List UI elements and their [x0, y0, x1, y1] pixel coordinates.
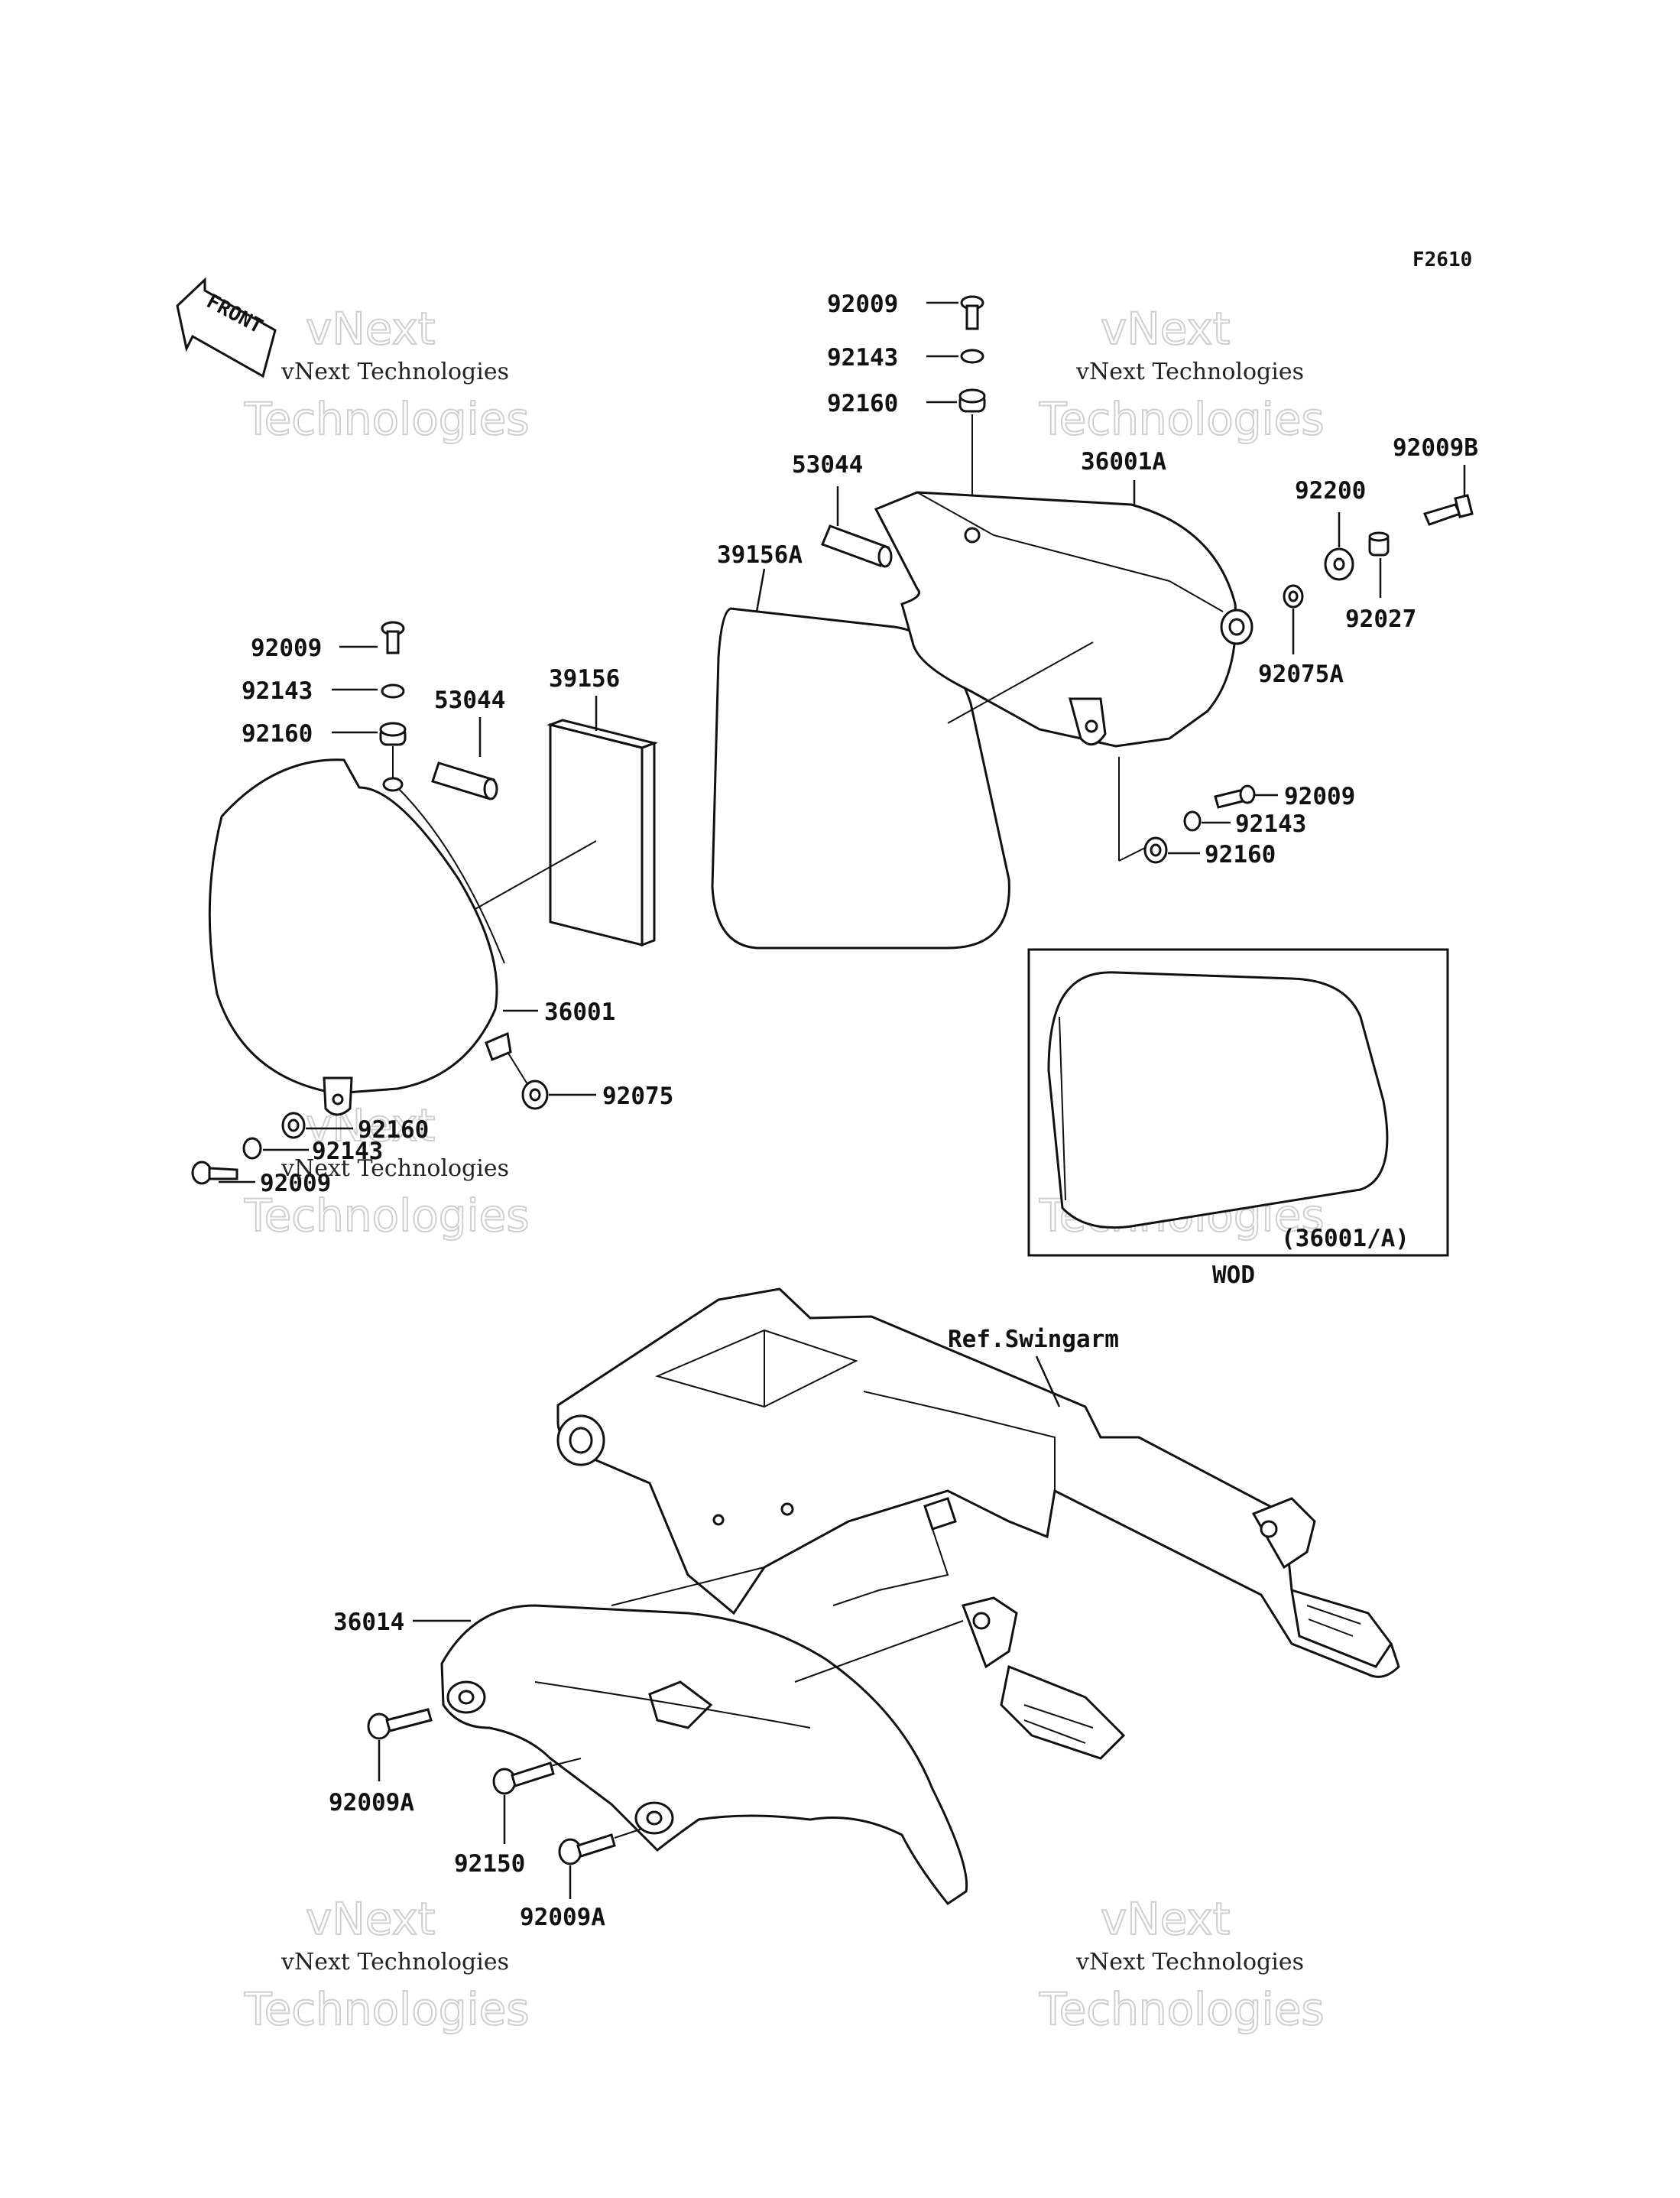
- grommet-92160-lower-left-icon: [281, 1112, 306, 1139]
- chain-guard-36014-icon: [440, 1604, 968, 1906]
- callout-92160-r: 92160: [827, 390, 898, 417]
- watermark-mid-left: vNext vNext Technologies Technologies: [243, 1099, 530, 1242]
- sleeve-53044-right-icon: [821, 524, 893, 568]
- figure-code: F2610: [1412, 248, 1472, 271]
- callout-92160-r-low: 92160: [1205, 841, 1276, 868]
- svg-text:vNext Technologies: vNext Technologies: [281, 359, 509, 385]
- callout-92027: 92027: [1345, 606, 1416, 633]
- svg-text:vNext Technologies: vNext Technologies: [1075, 1949, 1304, 1976]
- svg-text:Technologies: Technologies: [1039, 1983, 1325, 2035]
- washer-92200-icon: [1324, 547, 1354, 581]
- watermark-bottom-left: vNext vNext Technologies Technologies: [243, 1892, 530, 2036]
- watermark-top-left: vNext vNext Technologies Technologies: [243, 302, 530, 446]
- svg-text:Technologies: Technologies: [244, 393, 530, 445]
- callout-92009-l-low: 92009: [260, 1170, 331, 1197]
- callout-92009B: 92009B: [1393, 434, 1478, 462]
- grommet-92160-lower-right-icon: [1143, 836, 1168, 864]
- collar-92027-icon: [1368, 531, 1390, 557]
- inset-wod-box: [1027, 948, 1449, 1257]
- grommet-92160-top-left-icon: [379, 722, 407, 746]
- side-cover-36001A-icon: [874, 491, 1254, 748]
- inset-caption: (36001/A): [1281, 1225, 1409, 1252]
- svg-text:vNext: vNext: [306, 303, 435, 355]
- callout-92200: 92200: [1295, 477, 1366, 505]
- svg-text:Technologies: Technologies: [244, 1983, 530, 2035]
- svg-text:Technologies: Technologies: [1039, 393, 1325, 445]
- svg-text:vNext: vNext: [1101, 303, 1230, 355]
- washer-92143-lower-left-icon: [242, 1137, 262, 1160]
- inset-label: WOD: [1212, 1261, 1255, 1289]
- washer-92143-top-left-icon: [381, 683, 405, 699]
- screw-92009-top-right-icon: [960, 295, 984, 330]
- callout-92160-l-low: 92160: [358, 1116, 429, 1144]
- screw-92009-lower-left-icon: [191, 1161, 238, 1185]
- callout-92075: 92075: [602, 1083, 673, 1110]
- svg-text:vNext Technologies: vNext Technologies: [281, 1949, 509, 1976]
- grommet-92075A-icon: [1283, 584, 1304, 609]
- svg-text:Technologies: Technologies: [244, 1190, 530, 1242]
- svg-text:vNext Technologies: vNext Technologies: [1075, 359, 1304, 385]
- washer-92143-top-right-icon: [960, 349, 984, 364]
- svg-text:vNext: vNext: [1101, 1893, 1230, 1945]
- callout-92150: 92150: [454, 1850, 525, 1878]
- callout-39156A: 39156A: [717, 541, 803, 569]
- bolt-92009A-2-icon: [558, 1833, 616, 1865]
- callout-92009-r: 92009: [827, 291, 898, 318]
- svg-text:vNext: vNext: [306, 1893, 435, 1945]
- callout-36001A: 36001A: [1081, 448, 1166, 476]
- screw-92009-top-left-icon: [381, 621, 405, 654]
- grommet-92075-icon: [521, 1080, 549, 1110]
- bolt-92009A-1-icon: [367, 1708, 433, 1740]
- screw-92009-lower-right-icon: [1214, 784, 1256, 809]
- callout-92009A-2: 92009A: [520, 1904, 605, 1931]
- callout-92009-l: 92009: [251, 635, 322, 662]
- swingarm-reference-icon: [556, 1287, 1400, 1760]
- svg-text:vNext Technologies: vNext Technologies: [281, 1155, 509, 1182]
- callout-53044-r: 53044: [792, 451, 863, 479]
- callout-39156: 39156: [549, 665, 620, 693]
- watermark-bottom-right: vNext vNext Technologies Technologies: [1038, 1892, 1325, 2036]
- side-cover-36001-icon: [208, 758, 512, 1116]
- filter-block-39156-icon: [546, 719, 659, 947]
- front-arrow-icon: FRONT: [176, 277, 277, 378]
- callout-92143-l-low: 92143: [312, 1138, 383, 1165]
- callout-36014: 36014: [333, 1609, 404, 1636]
- callout-92075A: 92075A: [1258, 661, 1344, 688]
- sleeve-53044-left-icon: [431, 761, 498, 800]
- washer-92143-lower-right-icon: [1183, 810, 1202, 832]
- bolt-92150-icon: [492, 1761, 555, 1795]
- callout-92143-l: 92143: [242, 677, 313, 705]
- callout-92160-l: 92160: [242, 720, 313, 748]
- bolt-92009B-icon: [1422, 494, 1474, 526]
- grommet-92160-top-right-icon: [958, 388, 986, 413]
- watermark-top-right: vNext vNext Technologies Technologies: [1038, 302, 1325, 446]
- callout-92009-r-low: 92009: [1284, 783, 1355, 810]
- callout-92009A-1: 92009A: [329, 1789, 414, 1817]
- callout-36001: 36001: [544, 998, 615, 1026]
- callout-ref-swingarm: Ref.Swingarm: [948, 1326, 1119, 1353]
- callout-92143-r: 92143: [827, 344, 898, 372]
- callout-53044-l: 53044: [434, 687, 505, 714]
- callout-92143-r-low: 92143: [1235, 810, 1306, 838]
